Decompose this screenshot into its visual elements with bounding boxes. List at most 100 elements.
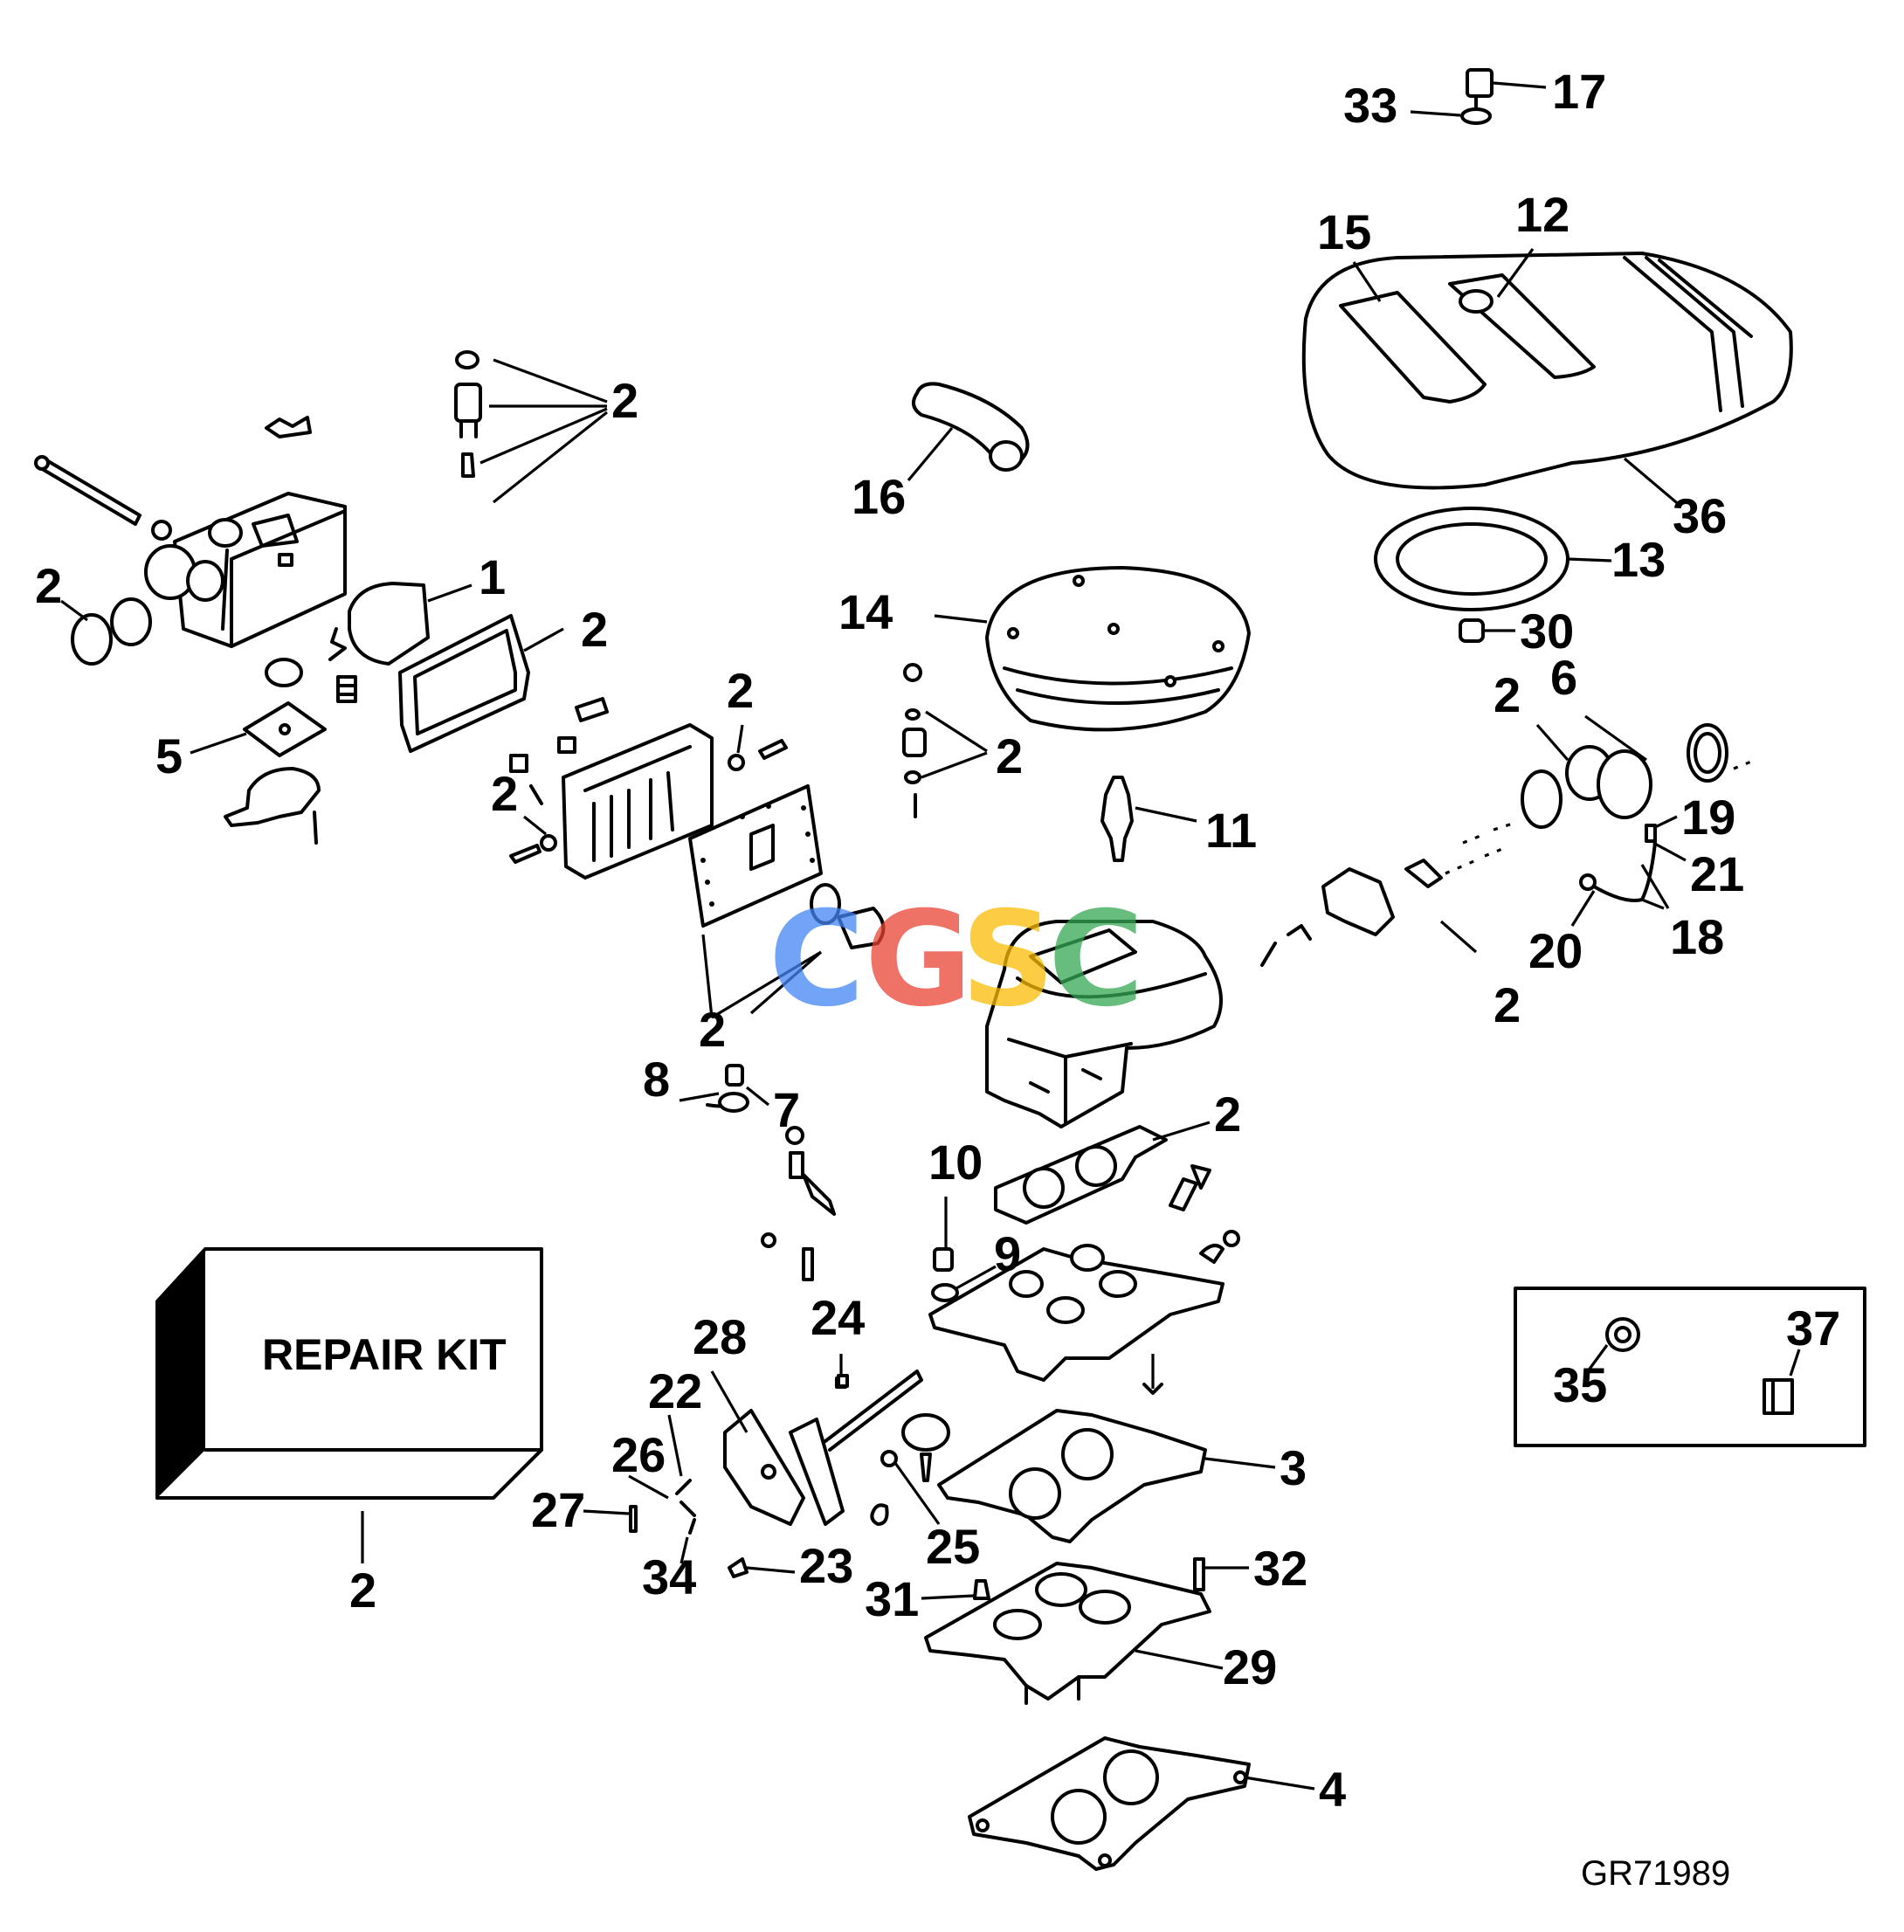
stud-part: [1193, 1557, 1205, 1591]
screw-part: [837, 1374, 849, 1388]
callout-10: 10: [928, 1135, 983, 1190]
small-fittings-center: [509, 697, 609, 805]
choke-housing-parts: [1260, 859, 1443, 967]
pump-parts-right: [1521, 723, 1728, 829]
vent-hose: [912, 382, 1030, 472]
callout-5: 5: [155, 728, 183, 783]
throttle-plates: [870, 1413, 950, 1526]
svg-text:S: S: [961, 884, 1055, 1036]
pump-lever-parts: [761, 1126, 836, 1281]
callout-28: 28: [693, 1309, 747, 1364]
pump-cover: [224, 767, 321, 845]
callout-6: 6: [1550, 650, 1577, 705]
choke-pull-off: [1100, 776, 1134, 862]
callout-2-kit: 2: [349, 1563, 376, 1618]
carburetor-main-body: [985, 920, 1223, 1128]
callout-31: 31: [865, 1571, 919, 1626]
callout-13: 13: [1611, 532, 1666, 587]
pump-rod: [34, 455, 141, 526]
screw-parts-right: [1169, 1164, 1240, 1264]
air-horn: [985, 566, 1251, 732]
o-rings-left: [71, 597, 152, 666]
callout-12: 12: [1515, 187, 1569, 242]
callout-2-right: 2: [1494, 977, 1521, 1032]
callout-17: 17: [1552, 64, 1606, 119]
throttle-body-upper: [928, 1244, 1224, 1382]
choke-small-parts: [902, 663, 927, 818]
fuel-bowl-gasket: [398, 614, 530, 753]
diaphragm-part: [243, 701, 327, 757]
spacer-part: [1459, 618, 1485, 643]
callout-18: 18: [1670, 909, 1724, 964]
air-cleaner-cover: [1301, 252, 1793, 490]
svg-text:G: G: [865, 884, 972, 1036]
callout-34: 34: [642, 1549, 696, 1604]
air-cleaner-gasket: [1374, 507, 1569, 611]
jet-part-left: [509, 834, 557, 864]
callout-2-base: 2: [1214, 1087, 1241, 1142]
callout-24: 24: [811, 1290, 865, 1345]
throttle-body-gasket-lower: [937, 1409, 1207, 1543]
repair-kit-box: REPAIR KIT: [155, 1247, 543, 1500]
fuel-bowl-body: [144, 492, 347, 648]
throttle-body: [924, 1562, 1211, 1705]
svg-text:C: C: [1048, 884, 1144, 1036]
callout-2-oring: 2: [1494, 667, 1521, 722]
callout-labels: 17 33 15 12 2 16 36 1 2 2 13 14 30 2 6 2…: [35, 64, 1840, 1817]
callout-3: 3: [1280, 1440, 1307, 1495]
repair-kit-label: REPAIR KIT: [262, 1330, 507, 1379]
float-part: [328, 582, 430, 666]
callout-2-mid: 2: [491, 766, 518, 821]
idle-screw: [728, 1557, 748, 1578]
callout-36: 36: [1673, 488, 1727, 543]
choke-rod-parts: [1579, 824, 1657, 902]
callout-4: 4: [1319, 1762, 1346, 1817]
callout-21: 21: [1690, 846, 1744, 901]
spring-part: [706, 1064, 749, 1113]
spacer-washer-parts: [931, 1247, 959, 1302]
inset-box: [1514, 1287, 1866, 1447]
throttle-linkage: [723, 1370, 923, 1526]
callout-15: 15: [1317, 204, 1371, 259]
callout-2-top: 2: [611, 373, 638, 428]
callout-2-jet: 2: [727, 663, 754, 718]
callout-2-left: 2: [35, 558, 62, 613]
callout-32: 32: [1253, 1541, 1307, 1596]
callout-2-valve: 2: [699, 1002, 726, 1057]
callout-7: 7: [773, 1082, 800, 1137]
callout-1: 1: [479, 549, 506, 604]
callout-14: 14: [838, 584, 893, 639]
metering-block: [562, 723, 714, 880]
callout-29: 29: [1223, 1639, 1277, 1694]
pump-small-parts: [454, 350, 482, 478]
callout-33: 33: [1343, 78, 1397, 133]
callout-20: 20: [1528, 923, 1583, 978]
callout-8: 8: [643, 1052, 670, 1107]
callout-22: 22: [648, 1363, 702, 1418]
clip-part: [265, 416, 312, 438]
callout-9: 9: [994, 1226, 1021, 1281]
figure-code: GR71989: [1581, 1854, 1730, 1893]
power-valve: [810, 883, 886, 949]
callout-35: 35: [1553, 1357, 1607, 1412]
needle-seat-ring: [265, 658, 303, 687]
callout-11: 11: [1205, 803, 1257, 858]
plug-part: [973, 1579, 990, 1600]
callout-26: 26: [611, 1427, 666, 1482]
callout-2-gasket: 2: [581, 602, 608, 657]
callout-30: 30: [1520, 604, 1574, 659]
jet-part-right: [728, 739, 788, 771]
callout-23: 23: [799, 1538, 853, 1593]
callout-19: 19: [1681, 790, 1735, 845]
callout-25: 25: [926, 1519, 980, 1574]
throttle-body-gasket: [994, 1125, 1168, 1225]
callout-37: 37: [1786, 1301, 1840, 1356]
screws-lower-left: [629, 1479, 696, 1535]
cgsc-watermark: C G S C: [769, 884, 1144, 1036]
base-gasket: [968, 1736, 1251, 1871]
callout-16: 16: [852, 469, 906, 524]
callout-27: 27: [531, 1482, 585, 1537]
wing-nut-part: [1460, 68, 1494, 125]
svg-text:C: C: [769, 884, 865, 1036]
